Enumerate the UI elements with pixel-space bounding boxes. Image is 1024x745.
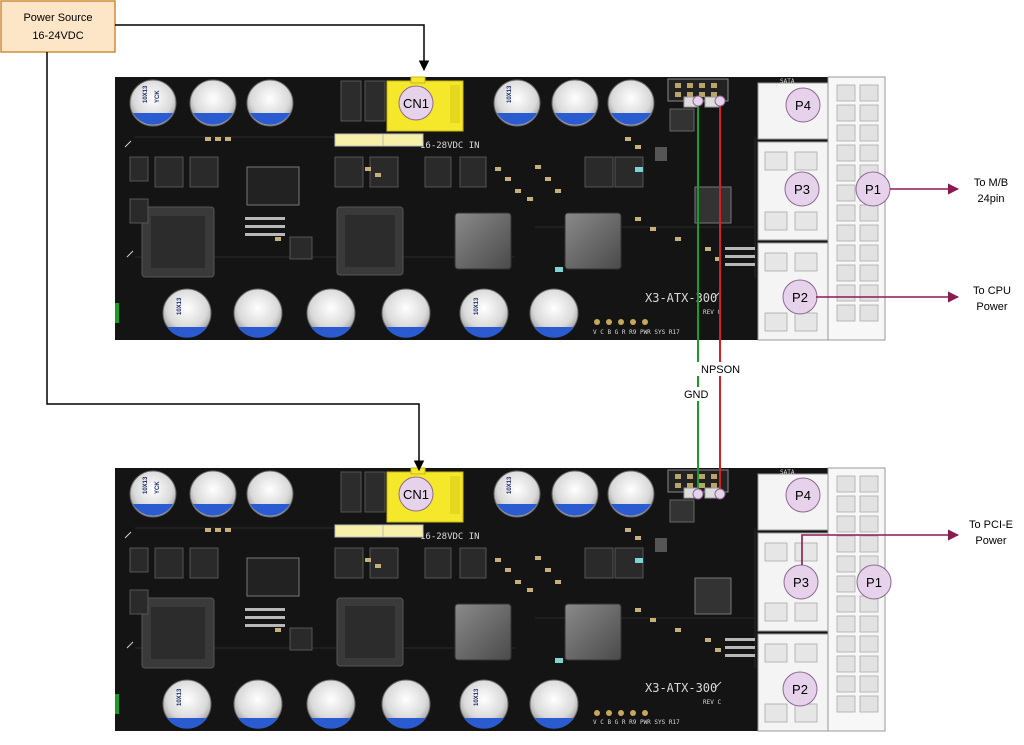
status-row-bottom: V C B G R R9 PWR SYS R17 [593, 719, 680, 726]
cap-label-bottom-2: 10X13 [507, 476, 513, 494]
p2-bottom-marker [782, 671, 818, 707]
cap-label-top-3: 10X13 [177, 297, 183, 315]
board-top: CN1 P4 P3 P2 P1 16-28VDC IN X3-ATX-300 R… [114, 76, 891, 341]
npson-pin-bottom [714, 488, 726, 500]
cn1-bottom-marker [398, 476, 434, 512]
p3-bottom-label: P3 [793, 575, 809, 590]
p4-top-label: P4 [795, 98, 811, 113]
board-name-top: X3-ATX-300 [645, 291, 717, 305]
cn1-top-label: CN1 [403, 96, 429, 111]
p1-bottom-marker [856, 564, 892, 600]
p3-top-label: P3 [794, 182, 810, 197]
to-pcie-line1: To PCI-E [969, 519, 1013, 531]
cn1-top-marker [398, 85, 434, 121]
p4-bottom-label: P4 [795, 488, 811, 503]
to-mb-line2: 24pin [978, 193, 1005, 205]
gnd-label: GND [684, 389, 709, 401]
power-source-line1: Power Source [23, 12, 92, 24]
to-cpu-line2: Power [976, 301, 1008, 313]
p3-top-marker [784, 171, 820, 207]
arrow-to-pcie [801, 529, 960, 565]
npson-pin-top [714, 95, 726, 107]
to-mb-line1: To M/B [974, 177, 1008, 189]
gnd-pin-bottom [692, 488, 704, 500]
p4-bottom-marker [785, 477, 821, 513]
power-source-box: Power Source 16-24VDC [0, 0, 116, 53]
cap-label-bottom-1: 10X13 [143, 476, 149, 494]
cap-label-top-2: 10X13 [507, 85, 513, 103]
board-name-bottom: X3-ATX-300 [645, 681, 717, 695]
status-row-top: V C B G R R9 PWR SYS R17 [593, 329, 680, 336]
p4-top-marker [785, 87, 821, 123]
sata-top: SATA [780, 78, 795, 85]
power-wire-top [115, 24, 430, 72]
sata-bottom: SATA [780, 469, 795, 476]
power-wire-bottom [46, 52, 425, 472]
cap-sub-top-1: YCK [155, 90, 161, 103]
p1-top-label: P1 [865, 182, 881, 197]
cap-label-bottom-3: 10X13 [177, 688, 183, 706]
cap-label-bottom-4: 10X13 [474, 688, 480, 706]
gnd-pin-top [692, 95, 704, 107]
input-label-bottom: 16-28VDC IN [420, 532, 480, 542]
cap-label-top-1: 10X13 [143, 85, 149, 103]
rev-bottom: REV C [703, 699, 721, 706]
to-cpu-line1: To CPU [973, 285, 1011, 297]
npson-label: NPSON [701, 364, 740, 376]
p2-top-label: P2 [792, 290, 808, 305]
to-pcie-line2: Power [975, 535, 1007, 547]
cap-label-top-4: 10X13 [474, 297, 480, 315]
power-source-line2: 16-24VDC [32, 30, 83, 42]
cn1-bottom-label: CN1 [403, 487, 429, 502]
cap-sub-bottom-1: YCK [155, 481, 161, 494]
input-label-top: 16-28VDC IN [420, 141, 480, 151]
board-bottom: CN1 P4 P3 P2 P1 16-28VDC IN X3-ATX-300 R… [114, 467, 892, 732]
p1-bottom-label: P1 [866, 575, 882, 590]
p3-bottom-marker [783, 564, 819, 600]
rev-top: REV C [703, 309, 721, 316]
p2-bottom-label: P2 [792, 682, 808, 697]
